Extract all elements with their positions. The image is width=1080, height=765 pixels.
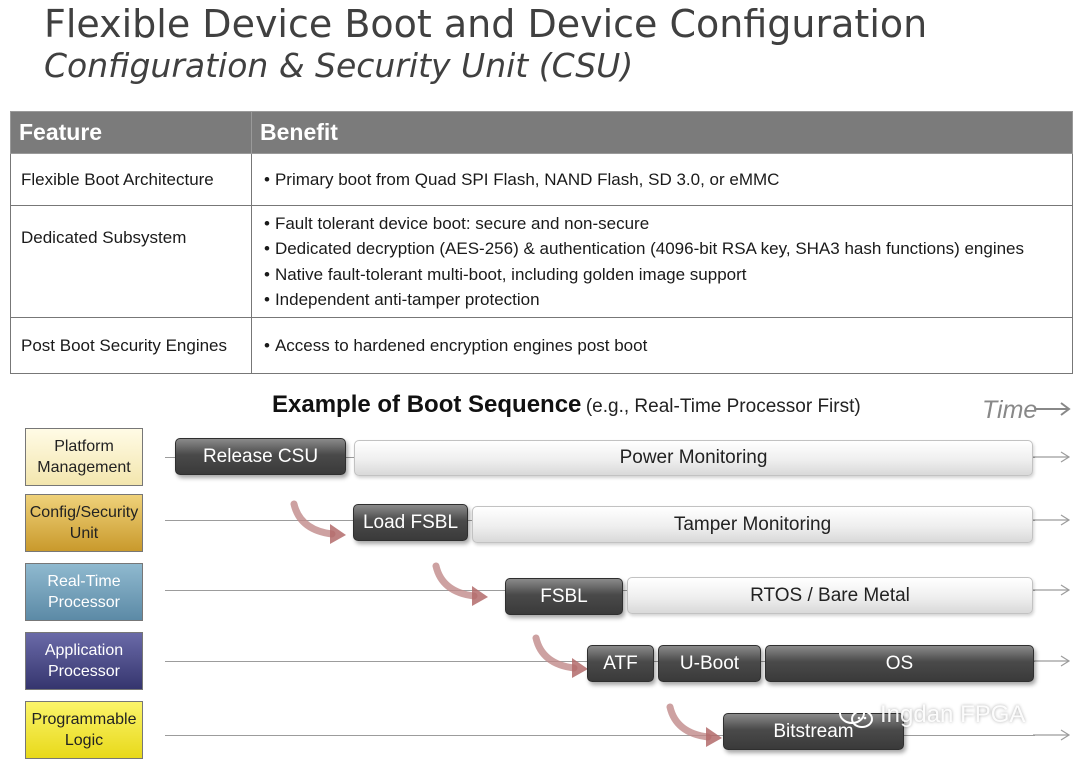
page-title: Flexible Device Boot and Device Configur…: [44, 2, 928, 46]
benefit-cell: •Fault tolerant device boot: secure and …: [251, 205, 1073, 318]
benefit-item: •Independent anti-tamper protection: [262, 287, 1062, 313]
timeline-arrow-icon: [1033, 729, 1071, 741]
wechat-icon: [839, 702, 873, 728]
stage-load-fsbl: Load FSBL: [353, 504, 468, 541]
bullet-icon: •: [264, 264, 270, 284]
timeline-arrow-icon: [1033, 451, 1071, 463]
handoff-arrow-icon: [432, 562, 488, 606]
bullet-icon: •: [264, 290, 270, 309]
table-row: Dedicated Subsystem •Fault tolerant devi…: [10, 205, 1073, 318]
sequence-title-main: Example of Boot Sequence: [272, 391, 582, 418]
time-label: Time: [982, 396, 1038, 424]
table-header-row: Feature Benefit: [10, 111, 1073, 154]
feature-cell: Dedicated Subsystem: [10, 205, 252, 318]
watermark-text: Ingdan FPGA: [880, 701, 1026, 728]
stage-u-boot: U-Boot: [658, 645, 761, 682]
sequence-title: Example of Boot Sequence (e.g., Real-Tim…: [272, 391, 861, 419]
sequence-title-sub: (e.g., Real-Time Processor First): [585, 396, 861, 417]
bullet-icon: •: [264, 239, 270, 258]
table-row: Post Boot Security Engines •Access to ha…: [10, 317, 1073, 374]
bullet-icon: •: [264, 213, 270, 233]
benefit-item: •Access to hardened encryption engines p…: [262, 333, 1062, 359]
benefit-text: Fault tolerant device boot: secure and n…: [274, 213, 650, 233]
timeline-arrow-icon: [1033, 584, 1071, 596]
lane-label-programmable-logic: Programmable Logic: [25, 701, 143, 759]
stage-bitstream: Bitstream: [723, 713, 904, 750]
benefit-text: Independent anti-tamper protection: [274, 290, 540, 309]
handoff-arrow-icon: [666, 703, 722, 747]
stage-fsbl: FSBL: [505, 578, 623, 615]
page-subtitle: Configuration & Security Unit (CSU): [44, 46, 634, 85]
benefit-text: Dedicated decryption (AES-256) & authent…: [274, 239, 1025, 258]
stage-tamper-monitoring: Tamper Monitoring: [472, 506, 1033, 543]
benefit-item: •Native fault-tolerant multi-boot, inclu…: [262, 262, 1062, 288]
header-benefit: Benefit: [251, 111, 1073, 154]
benefit-text: Access to hardened encryption engines po…: [274, 335, 648, 355]
stage-atf: ATF: [587, 645, 654, 682]
benefit-text: Primary boot from Quad SPI Flash, NAND F…: [274, 169, 780, 189]
benefit-cell: •Access to hardened encryption engines p…: [251, 317, 1073, 374]
lane-label-real-time-processor: Real-Time Processor: [25, 563, 143, 621]
benefit-text: Native fault-tolerant multi-boot, includ…: [274, 264, 747, 284]
lane-label-config-security-unit: Config/Security Unit: [25, 494, 143, 552]
watermark: Ingdan FPGA: [838, 700, 1025, 730]
benefit-item: •Primary boot from Quad SPI Flash, NAND …: [262, 167, 1062, 193]
handoff-arrow-icon: [532, 634, 588, 678]
stage-release-csu: Release CSU: [175, 438, 346, 475]
table-row: Flexible Boot Architecture •Primary boot…: [10, 153, 1073, 206]
bullet-icon: •: [264, 335, 270, 355]
feature-benefit-table: Feature Benefit Flexible Boot Architectu…: [10, 111, 1073, 374]
feature-cell: Flexible Boot Architecture: [10, 153, 252, 206]
feature-cell: Post Boot Security Engines: [10, 317, 252, 374]
benefit-item: •Fault tolerant device boot: secure and …: [262, 211, 1062, 237]
benefit-item: •Dedicated decryption (AES-256) & authen…: [262, 236, 1062, 262]
bullet-icon: •: [264, 169, 270, 189]
stage-os: OS: [765, 645, 1034, 682]
benefit-cell: •Primary boot from Quad SPI Flash, NAND …: [251, 153, 1073, 206]
stage-power-monitoring: Power Monitoring: [354, 440, 1033, 476]
timeline-programmable-logic: [165, 735, 1035, 736]
lane-label-application-processor: Application Processor: [25, 632, 143, 690]
timeline-arrow-icon: [1033, 655, 1071, 667]
header-feature: Feature: [10, 111, 252, 154]
stage-rtos-bare-metal: RTOS / Bare Metal: [627, 577, 1033, 614]
time-arrow-icon: [1036, 402, 1071, 416]
timeline-arrow-icon: [1033, 514, 1071, 526]
lane-label-platform-management: Platform Management: [25, 428, 143, 486]
handoff-arrow-icon: [290, 500, 346, 544]
